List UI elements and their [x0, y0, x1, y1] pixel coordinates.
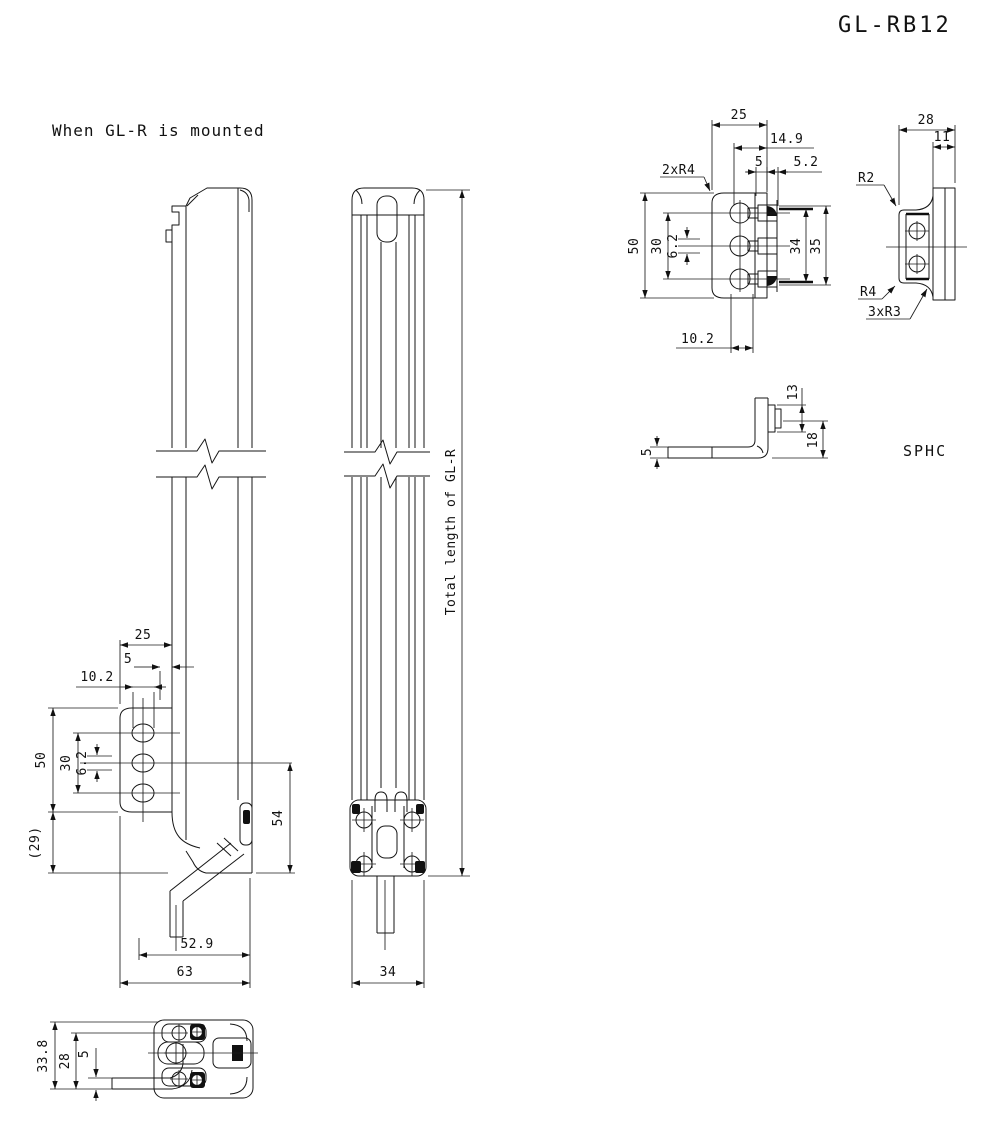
dim-label-30-bracket: 30	[650, 238, 665, 255]
dim-label-10-2-bracket: 10.2	[681, 332, 714, 347]
dim-label-total-length: Total length of GL-R	[444, 449, 459, 616]
radius-note-r4: R4	[860, 285, 877, 300]
dim-label-50-main: 50	[34, 752, 49, 769]
drawing-subtitle: When GL-R is mounted	[52, 121, 265, 140]
l-bracket-view: 13 18 5	[640, 384, 828, 469]
dim-label-34-bracket: 34	[789, 238, 804, 255]
dim-label-63-main: 63	[177, 965, 194, 980]
dim-label-30-main: 30	[59, 755, 74, 772]
side-view	[73, 187, 292, 951]
break-lines	[156, 438, 432, 490]
radius-note-3xr3: 3xR3	[868, 305, 901, 320]
dim-label-28-bottom: 28	[58, 1053, 73, 1070]
dim-label-6-2-bracket: 6.2	[666, 234, 681, 259]
front-view	[349, 187, 427, 950]
dim-label-6-2-main: 6.2	[75, 751, 90, 776]
dim-label-28-profile: 28	[918, 113, 935, 128]
dim-label-29-main: (29)	[28, 826, 43, 859]
radius-note-r2: R2	[858, 171, 875, 186]
dim-label-35-bracket: 35	[809, 238, 824, 255]
dim-label-54-main: 54	[271, 810, 286, 827]
dim-label-5-2-bracket: 5.2	[794, 155, 819, 170]
material-label: SPHC	[903, 442, 947, 460]
drawing-title: GL-RB12	[838, 13, 952, 38]
dim-label-25-main: 25	[135, 628, 152, 643]
dim-label-25-bracket: 25	[731, 108, 748, 123]
dim-label-11-profile: 11	[934, 130, 951, 145]
dim-label-5-main: 5	[124, 652, 132, 667]
dim-label-13-lbracket: 13	[786, 384, 801, 401]
dim-label-33-8-bottom: 33.8	[36, 1039, 51, 1072]
dim-label-5-bottom: 5	[77, 1050, 92, 1058]
dim-label-14-9-bracket: 14.9	[770, 132, 803, 147]
bottom-view: 33.8 28 5	[36, 1019, 258, 1101]
dim-label-34-main: 34	[380, 965, 397, 980]
dim-label-52-9-main: 52.9	[180, 937, 213, 952]
radius-note-2xr4: 2xR4	[662, 163, 695, 178]
dim-label-5-lbracket: 5	[640, 448, 655, 456]
dim-label-10-2-main: 10.2	[80, 670, 113, 685]
main-view-dimensions: 25 5 10.2 50 30 6.2 (29) 54 52.9 63	[28, 189, 470, 988]
dim-label-5-bracket: 5	[755, 155, 763, 170]
dim-label-18-lbracket: 18	[806, 432, 821, 449]
bracket-front-view: 25 14.9 5 5.2 2xR4 50 30 6.2 34 35 10.2	[627, 108, 831, 353]
dim-label-50-bracket: 50	[627, 238, 642, 255]
bracket-side-profile-view: 28 11 R2 R4 3xR3	[856, 113, 967, 320]
